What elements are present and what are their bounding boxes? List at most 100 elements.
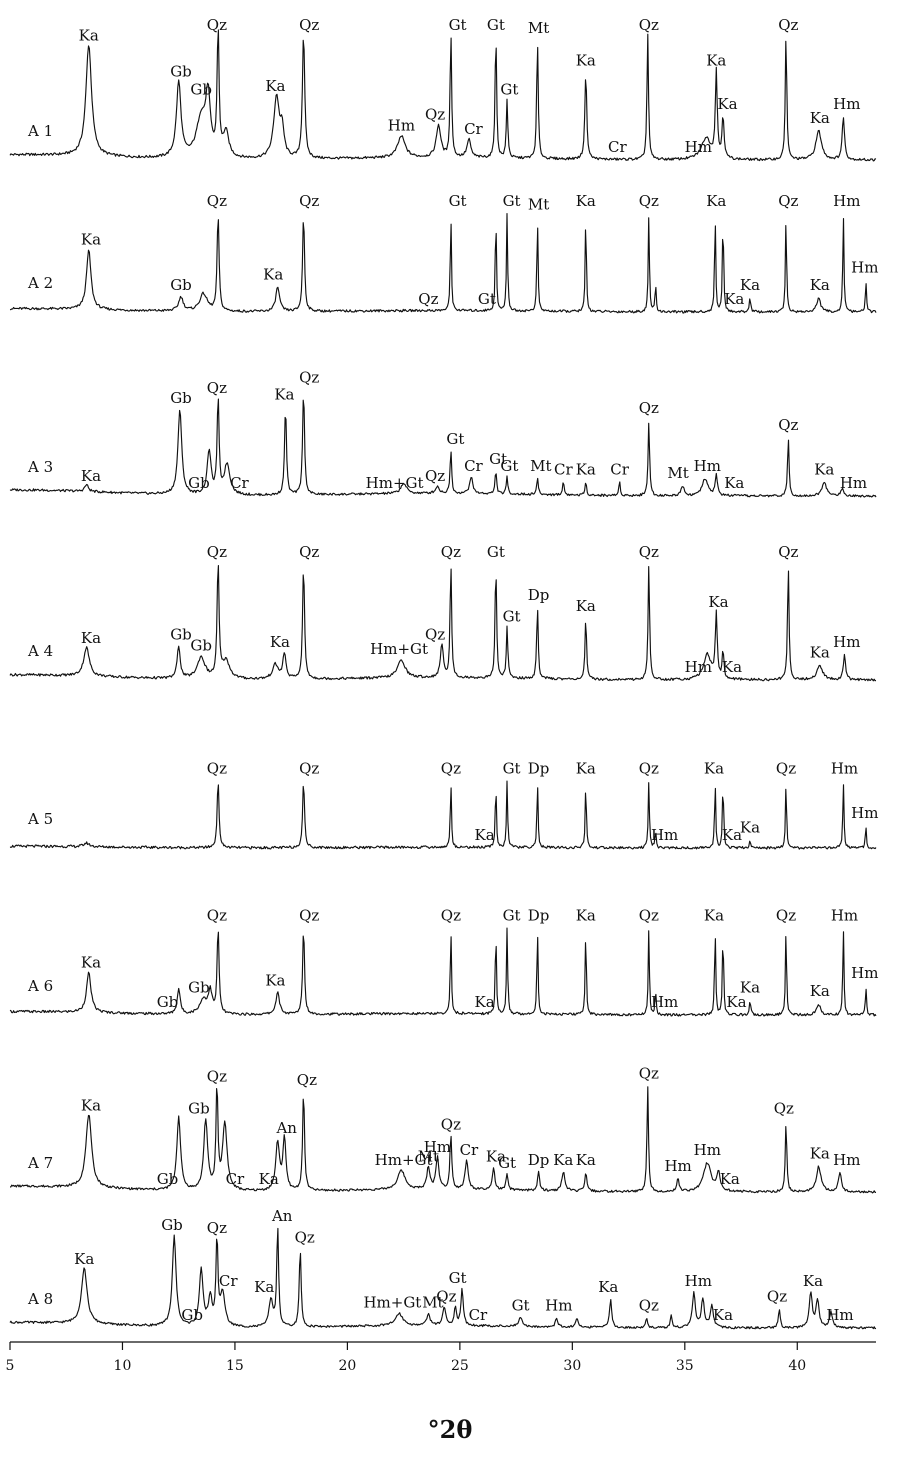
peak-label: Gb <box>188 1100 210 1118</box>
peak-label: Qz <box>639 16 659 34</box>
peak-label: Gt <box>503 907 521 925</box>
peak-label: Hm <box>694 1141 721 1159</box>
peak-label: Ka <box>475 826 495 844</box>
peak-label: Ka <box>576 907 596 925</box>
peak-label: Hm <box>685 138 712 156</box>
peak-label: Hm <box>840 474 867 492</box>
peak-label: Dp <box>528 586 550 604</box>
peak-label: Gt <box>487 543 505 561</box>
peak-label: Ka <box>810 644 830 662</box>
peak-label: Qz <box>441 759 461 777</box>
peak-label: Cr <box>460 1141 479 1159</box>
peak-label: Cr <box>226 1170 245 1188</box>
x-axis-title: °2θ <box>428 1415 473 1444</box>
peak-label: Qz <box>207 759 227 777</box>
peak-label: Mt <box>667 464 688 482</box>
sample-label: A 1 <box>27 122 53 140</box>
peak-label: Gb <box>170 276 192 294</box>
peak-label: Mt <box>422 1294 443 1312</box>
peak-label: Gb <box>190 636 212 654</box>
peak-label: Ka <box>475 993 495 1011</box>
peak-label: Ka <box>81 1096 101 1114</box>
trace-a6 <box>9 927 877 1017</box>
peak-label: Ka <box>576 192 596 210</box>
peak-label: Ka <box>810 982 830 1000</box>
peak-label: Qz <box>299 192 319 210</box>
peak-label: Ka <box>706 192 726 210</box>
peak-label: Dp <box>528 907 550 925</box>
peak-label: Ka <box>724 290 744 308</box>
peak-label: Qz <box>207 543 227 561</box>
peak-label: Ka <box>81 231 101 249</box>
peak-label: Gt <box>503 608 521 626</box>
peak-label: Ka <box>74 1250 94 1268</box>
peak-label: Ka <box>717 95 737 113</box>
peak-label: Ka <box>803 1272 823 1290</box>
peak-label: Hm+Gt <box>363 1294 421 1312</box>
peak-label: Ka <box>81 467 101 485</box>
peak-label: Mt <box>418 1148 439 1166</box>
peak-label: Ka <box>740 819 760 837</box>
peak-label: Hm <box>833 95 860 113</box>
peak-label: Gt <box>498 1154 516 1172</box>
trace-a8 <box>9 1227 877 1330</box>
peak-label: Ka <box>810 276 830 294</box>
peak-label: Qz <box>207 16 227 34</box>
peak-label: Qz <box>299 369 319 387</box>
x-tick-label: 25 <box>451 1358 469 1374</box>
sample-label: A 2 <box>27 274 53 292</box>
peak-label: Qz <box>639 192 659 210</box>
peak-label: Ka <box>814 460 834 478</box>
peak-label: Hm <box>851 259 878 277</box>
peak-label: Hm <box>388 116 415 134</box>
x-tick-label: 30 <box>563 1358 581 1374</box>
peak-label: An <box>275 1119 297 1137</box>
peak-label: Ka <box>576 52 596 70</box>
trace-a7 <box>10 1086 877 1194</box>
peak-label: Ka <box>598 1278 618 1296</box>
peak-label: Hm+Gt <box>370 640 428 658</box>
peak-label: Ka <box>740 276 760 294</box>
peak-label: Cr <box>219 1272 238 1290</box>
sample-label: A 3 <box>27 458 53 476</box>
peak-label: Gb <box>190 80 212 98</box>
peak-label: Ka <box>576 1151 596 1169</box>
peak-label: Qz <box>295 1229 315 1247</box>
peak-label: Ka <box>704 759 724 777</box>
peak-label: Ka <box>576 460 596 478</box>
peak-label: Qz <box>778 192 798 210</box>
peak-label: Cr <box>230 474 249 492</box>
peak-label: Cr <box>608 138 627 156</box>
peak-label: Ka <box>713 1306 733 1324</box>
peak-label: Gt <box>503 759 521 777</box>
x-tick-label: 20 <box>338 1358 356 1374</box>
peak-label: Gt <box>512 1297 530 1315</box>
peak-label: Hm <box>833 1151 860 1169</box>
peak-label: Gt <box>487 16 505 34</box>
peak-label: Gb <box>170 389 192 407</box>
peak-label: Dp <box>528 1151 550 1169</box>
peak-label: Gt <box>446 430 464 448</box>
peak-label: Qz <box>639 1297 659 1315</box>
peak-label: Qz <box>639 399 659 417</box>
peak-label: Qz <box>776 907 796 925</box>
peak-label: Ka <box>486 1148 506 1166</box>
peak-label: Gb <box>188 979 210 997</box>
peak-label: Hm <box>833 633 860 651</box>
peak-label: Ka <box>722 658 742 676</box>
peak-label: Ka <box>740 979 760 997</box>
trace-a5 <box>9 780 877 850</box>
peak-label: Hm <box>685 1272 712 1290</box>
peak-label: Hm+Gt <box>375 1151 433 1169</box>
trace-a1 <box>9 29 877 162</box>
peak-label: Mt <box>528 19 549 37</box>
peak-label: Gt <box>503 192 521 210</box>
peak-label: Gt <box>500 457 518 475</box>
peak-label: Hm <box>694 457 721 475</box>
peak-label: Gt <box>478 290 496 308</box>
trace-a2 <box>9 213 877 314</box>
peak-label: Qz <box>299 543 319 561</box>
peak-label: Qz <box>778 416 798 434</box>
peak-label: Qz <box>778 543 798 561</box>
